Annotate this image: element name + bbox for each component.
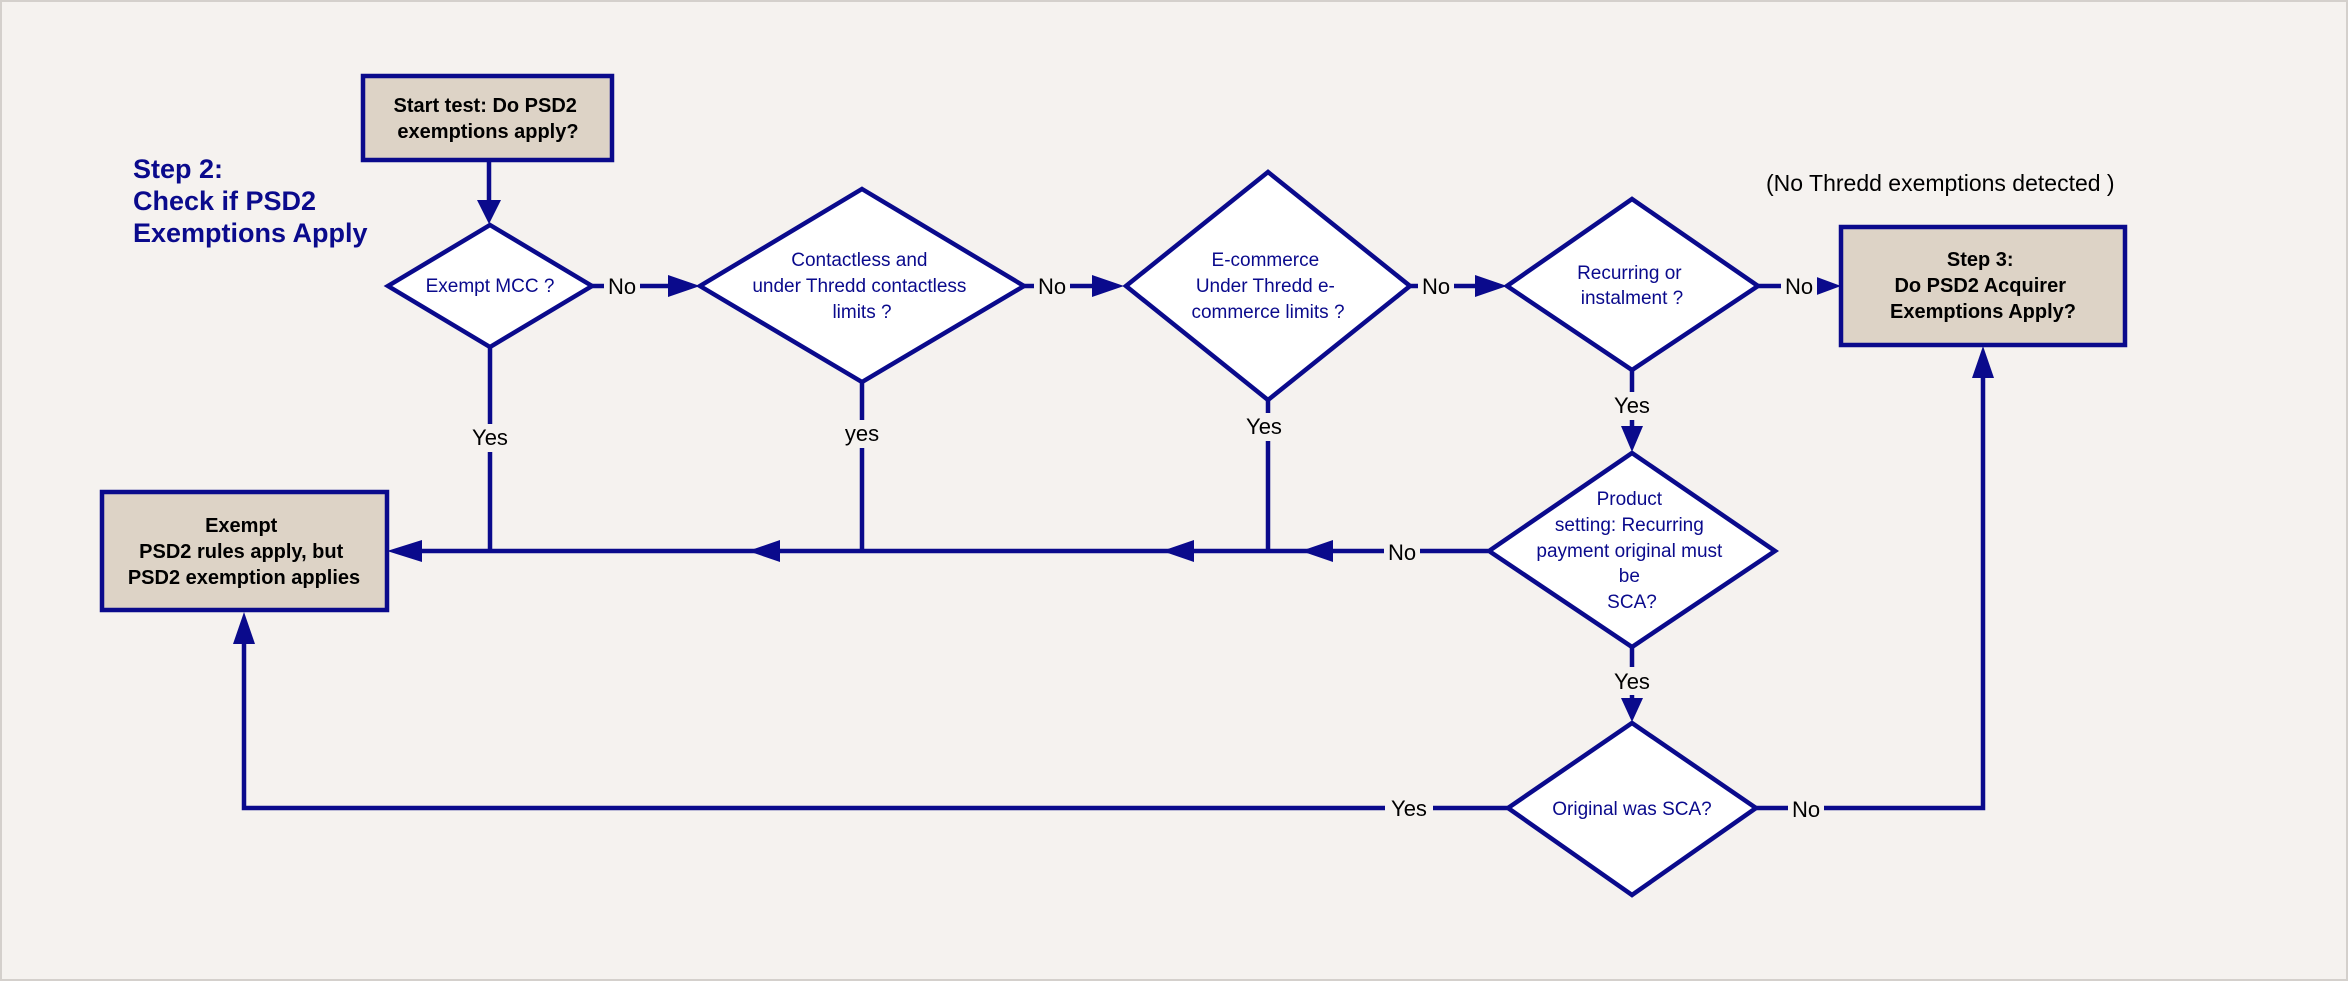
arrowhead — [387, 540, 422, 562]
node-start: Start test: Do PSD2 exemptions apply? — [360, 73, 615, 163]
label-product-no: No — [1388, 540, 1416, 565]
edge-labels: No No No No Yes yes Yes Yes No Yes Yes N… — [466, 273, 1824, 823]
arrowhead — [1162, 540, 1194, 562]
label-ecommerce-yes: Yes — [1246, 414, 1282, 439]
recurring-diamond — [1503, 196, 1763, 373]
label-recurring-no: No — [1785, 274, 1813, 299]
exempt-text: Exempt PSD2 rules apply, but PSD2 exempt… — [128, 515, 360, 589]
edge-original-yes — [241, 636, 1508, 811]
label-contactless-yes: yes — [845, 421, 879, 446]
label-original-yes: Yes — [1391, 796, 1427, 821]
label-mcc-yes: Yes — [472, 425, 508, 450]
edge-original-no — [1756, 370, 1986, 811]
contactless-diamond — [695, 186, 1029, 385]
node-ecommerce: E-commerce Under Thredd e- commerce limi… — [1122, 169, 1414, 403]
step3-text: Step 3: Do PSD2 Acquirer Exemptions Appl… — [1890, 249, 2076, 323]
ecommerce-diamond — [1122, 169, 1414, 403]
label-contactless-no: No — [1038, 274, 1066, 299]
product-setting-text: Product setting: Recurring payment origi… — [1536, 489, 1727, 613]
exempt-mcc-text: Exempt MCC ? — [426, 276, 555, 297]
start-text: Start test: Do PSD2 exemptions apply? — [394, 95, 583, 143]
arrowhead — [1814, 276, 1841, 296]
node-original-sca: Original was SCA? — [1504, 720, 1760, 898]
contactless-text: Contactless and under Thredd contactless… — [752, 250, 971, 323]
ecommerce-text: E-commerce Under Thredd e- commerce limi… — [1191, 250, 1344, 323]
step2-heading: Step 2: Check if PSD2 Exemptions Apply — [133, 154, 368, 248]
arrowhead — [1621, 698, 1643, 722]
recurring-text: Recurring or instalment ? — [1577, 263, 1687, 309]
arrowhead — [1092, 275, 1124, 297]
start-box — [360, 73, 615, 163]
label-product-yes: Yes — [1614, 669, 1650, 694]
label-original-no: No — [1792, 797, 1820, 822]
label-ecommerce-no: No — [1422, 274, 1450, 299]
node-recurring: Recurring or instalment ? — [1503, 196, 1763, 373]
arrowhead — [1301, 540, 1333, 562]
original-sca-diamond — [1504, 720, 1760, 898]
node-step3: Step 3: Do PSD2 Acquirer Exemptions Appl… — [1838, 224, 2128, 348]
original-sca-text: Original was SCA? — [1552, 799, 1711, 820]
node-product-setting: Product setting: Recurring payment origi… — [1484, 450, 1780, 650]
label-mcc-no: No — [608, 274, 636, 299]
arrowhead — [748, 540, 780, 562]
node-exempt-mcc: Exempt MCC ? — [383, 222, 597, 350]
exempt-mcc-diamond — [383, 222, 597, 350]
no-thredd-exemptions-note: (No Thredd exemptions detected ) — [1766, 170, 2115, 196]
exempt-box — [99, 489, 390, 613]
arrowhead — [668, 275, 700, 297]
node-contactless: Contactless and under Thredd contactless… — [695, 186, 1029, 385]
step3-box — [1838, 224, 2128, 348]
arrowhead — [233, 612, 255, 644]
arrowhead — [477, 200, 501, 224]
arrowhead — [1475, 275, 1507, 297]
label-recurring-yes: Yes — [1614, 393, 1650, 418]
arrowhead — [1972, 346, 1994, 378]
product-setting-diamond — [1484, 450, 1780, 650]
node-exempt: Exempt PSD2 rules apply, but PSD2 exempt… — [99, 489, 390, 613]
arrowhead — [1621, 426, 1643, 452]
